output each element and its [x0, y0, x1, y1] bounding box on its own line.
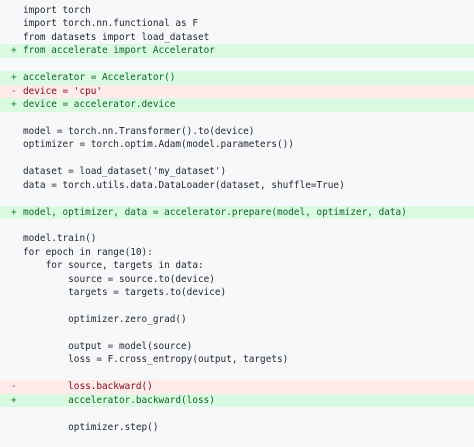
code-text: loss = F.cross_entropy(output, targets): [23, 354, 289, 366]
code-line-added: + device = accelerator.device: [0, 98, 474, 112]
code-line: [0, 327, 474, 340]
code-text: import torch.nn.functional as F: [23, 18, 198, 30]
code-line: [0, 192, 474, 205]
code-text: targets = targets.to(device): [23, 287, 227, 299]
code-line: [0, 219, 474, 232]
code-line: [0, 407, 474, 420]
code-text: device = 'cpu': [23, 85, 103, 97]
code-line: output = model(source): [0, 340, 474, 353]
code-text: data = torch.utils.data.DataLoader(datas…: [23, 179, 345, 191]
code-text: output = model(source): [23, 340, 193, 352]
code-line: [0, 367, 474, 380]
code-line: [0, 300, 474, 313]
code-text: model.train(): [23, 233, 97, 245]
code-line: [0, 58, 474, 71]
code-line: [0, 112, 474, 125]
code-text: for epoch in range(10):: [23, 246, 153, 258]
diff-marker: +: [11, 206, 17, 218]
code-line-added: + accelerator.backward(loss): [0, 393, 474, 408]
code-line-added: + accelerator = Accelerator(): [0, 71, 474, 85]
code-text: accelerator.backward(loss): [23, 394, 215, 406]
code-text: model, optimizer, data = accelerator.pre…: [23, 206, 407, 218]
code-text: dataset = load_dataset('my_dataset'): [23, 166, 227, 178]
diff-marker: +: [11, 394, 17, 406]
code-text: from datasets import load_dataset: [23, 31, 210, 43]
code-line: for source, targets in data:: [0, 259, 474, 272]
code-line: loss = F.cross_entropy(output, targets): [0, 353, 474, 366]
code-line: data = torch.utils.data.DataLoader(datas…: [0, 179, 474, 192]
code-text: model = torch.nn.Transformer().to(device…: [23, 125, 255, 137]
code-text: device = accelerator.device: [23, 99, 176, 111]
diff-marker: -: [11, 381, 17, 393]
code-line-removed: -device = 'cpu': [0, 84, 474, 99]
code-text: optimizer.step(): [23, 421, 159, 433]
code-line: model = torch.nn.Transformer().to(device…: [0, 125, 474, 138]
code-text: source = source.to(device): [23, 273, 215, 285]
code-line: optimizer.zero_grad(): [0, 313, 474, 326]
diff-marker: +: [11, 99, 17, 111]
code-line: [0, 152, 474, 165]
code-line: source = source.to(device): [0, 273, 474, 286]
code-line: import torch: [0, 4, 474, 17]
diff-marker: +: [11, 72, 17, 84]
diff-marker: -: [11, 85, 17, 97]
code-text: loss.backward(): [23, 381, 153, 393]
code-line-added: + from accelerate import Accelerator: [0, 44, 474, 58]
code-line: model.train(): [0, 232, 474, 245]
code-line: for epoch in range(10):: [0, 246, 474, 259]
code-line: optimizer.step(): [0, 421, 474, 434]
code-line: dataset = load_dataset('my_dataset'): [0, 165, 474, 178]
code-line-added: + model, optimizer, data = accelerator.pr…: [0, 205, 474, 219]
code-text: optimizer.zero_grad(): [23, 314, 187, 326]
code-line: import torch.nn.functional as F: [0, 17, 474, 30]
code-text: from accelerate import Accelerator: [23, 45, 215, 57]
code-text: for source, targets in data:: [23, 260, 204, 272]
diff-marker: +: [11, 45, 17, 57]
code-line-removed: - loss.backward(): [0, 380, 474, 394]
code-line: optimizer = torch.optim.Adam(model.param…: [0, 138, 474, 151]
code-line: targets = targets.to(device): [0, 286, 474, 299]
code-line: from datasets import load_dataset: [0, 31, 474, 44]
code-text: optimizer = torch.optim.Adam(model.param…: [23, 139, 294, 151]
code-text: import torch: [23, 5, 91, 16]
code-text: accelerator = Accelerator(): [23, 72, 176, 84]
